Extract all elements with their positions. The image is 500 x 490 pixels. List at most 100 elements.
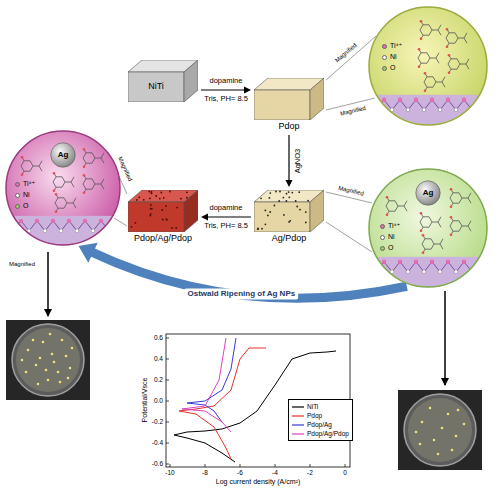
ag-particle	[286, 193, 288, 195]
ag-particle	[288, 196, 290, 198]
ag-particle	[143, 199, 145, 201]
ag-nanoparticle: Ag	[50, 142, 76, 168]
tick-label: -4	[272, 469, 278, 476]
axis-title: Log current density (A/cm²)	[216, 478, 300, 486]
ni-atom	[43, 229, 47, 233]
ag-particle	[163, 197, 165, 199]
ag-particle	[269, 197, 271, 199]
ni-atom	[454, 270, 458, 274]
substrate	[368, 257, 488, 288]
atom-label: O	[390, 64, 395, 72]
tick-label: 0.6	[154, 334, 163, 341]
dopamine-unit	[420, 21, 441, 39]
substrate	[5, 216, 121, 246]
ni-atom	[107, 229, 111, 233]
ag-nanoparticle: Ag	[415, 180, 441, 206]
magnified-view: Ti⁴⁺NiOAg	[5, 130, 121, 246]
ag-particle	[265, 210, 267, 212]
ag-particle	[160, 192, 162, 194]
legend-dot	[380, 235, 385, 240]
ti-atom	[19, 219, 23, 223]
ni-atom	[75, 229, 79, 233]
ti-atom	[83, 219, 87, 223]
ag-particle	[149, 198, 151, 200]
ni-atom	[486, 108, 488, 112]
ag-particle	[165, 205, 167, 207]
tick-label: -8	[202, 469, 208, 476]
petri-dish-left	[6, 320, 90, 400]
ag-particle	[136, 199, 138, 201]
ag-particle	[138, 196, 140, 198]
atom-label: Ni	[390, 53, 397, 61]
oxygen-atom	[420, 212, 423, 215]
ti-atom	[382, 98, 386, 102]
tick-label: 0.4	[154, 355, 163, 362]
legend-line	[292, 406, 304, 407]
ni-atom	[470, 108, 474, 112]
magnify-label: Magnified	[334, 42, 358, 64]
ti-atom	[430, 260, 434, 264]
leader-line	[114, 218, 127, 226]
oxygen-atom	[422, 252, 425, 255]
dopamine-unit	[450, 217, 471, 235]
magnified-view: Ti⁴⁺NiO	[368, 6, 488, 126]
slab-side	[184, 190, 198, 232]
ti-atom	[430, 98, 434, 102]
legend-dot	[382, 66, 387, 71]
ti-atom	[5, 219, 7, 223]
particle-label: Ag	[58, 151, 69, 160]
slab-front	[254, 202, 310, 232]
oxygen-atom	[21, 156, 24, 159]
connector	[201, 214, 251, 221]
oxygen-atom	[448, 54, 451, 57]
oxygen-atom	[418, 66, 421, 69]
ni-atom	[422, 270, 426, 274]
legend-dot	[15, 204, 20, 209]
ag-particle	[269, 192, 271, 194]
dopamine-unit	[446, 29, 467, 47]
ni-atom	[438, 108, 442, 112]
edge-label: dopamine	[210, 77, 243, 85]
slab-label: NiTi	[148, 82, 164, 92]
tick-label: -10	[165, 469, 174, 476]
ag-particle	[286, 200, 288, 202]
layer-slab	[128, 190, 198, 232]
oxygen-atom	[424, 72, 427, 75]
slab-side	[310, 78, 324, 120]
legend-row: NiTi	[292, 402, 349, 411]
legend-line	[292, 433, 304, 434]
dopamine-unit	[83, 175, 104, 193]
tick-label: 0	[343, 469, 347, 476]
layer-slab	[128, 60, 198, 102]
y-ticks	[166, 338, 169, 464]
ti-atom	[414, 260, 418, 264]
atom-label: Ni	[23, 191, 30, 199]
ag-particle	[175, 227, 177, 229]
ti-atom	[368, 260, 370, 264]
ag-particle	[278, 200, 280, 202]
bacteria-colonies	[21, 333, 74, 386]
ti-atom	[67, 219, 71, 223]
oxygen-atom	[83, 148, 86, 151]
oxygen-atom	[53, 172, 56, 175]
ag-particle	[279, 191, 281, 193]
ag-particle	[165, 218, 167, 220]
ag-particle	[161, 209, 163, 211]
legend-dot	[15, 182, 20, 187]
legend-row: Pdop/Ag/Pdop	[292, 429, 349, 438]
ag-particle	[151, 193, 153, 195]
ag-particle	[186, 191, 188, 193]
ag-particle	[169, 191, 171, 193]
ti-atom	[368, 98, 370, 102]
oxygen-atom	[450, 206, 453, 209]
sphere	[51, 143, 75, 167]
ag-particle	[186, 197, 188, 199]
atom-label: Ti⁴⁺	[23, 180, 35, 188]
result-arrow	[444, 291, 446, 385]
oxygen-atom	[420, 230, 423, 233]
tick-label: -2	[307, 469, 313, 476]
legend-line-sample	[292, 404, 304, 410]
magnify-lines	[108, 36, 376, 252]
magnified-view: Ti⁴⁺NiOAg	[368, 168, 488, 288]
ti-atom	[35, 219, 39, 223]
